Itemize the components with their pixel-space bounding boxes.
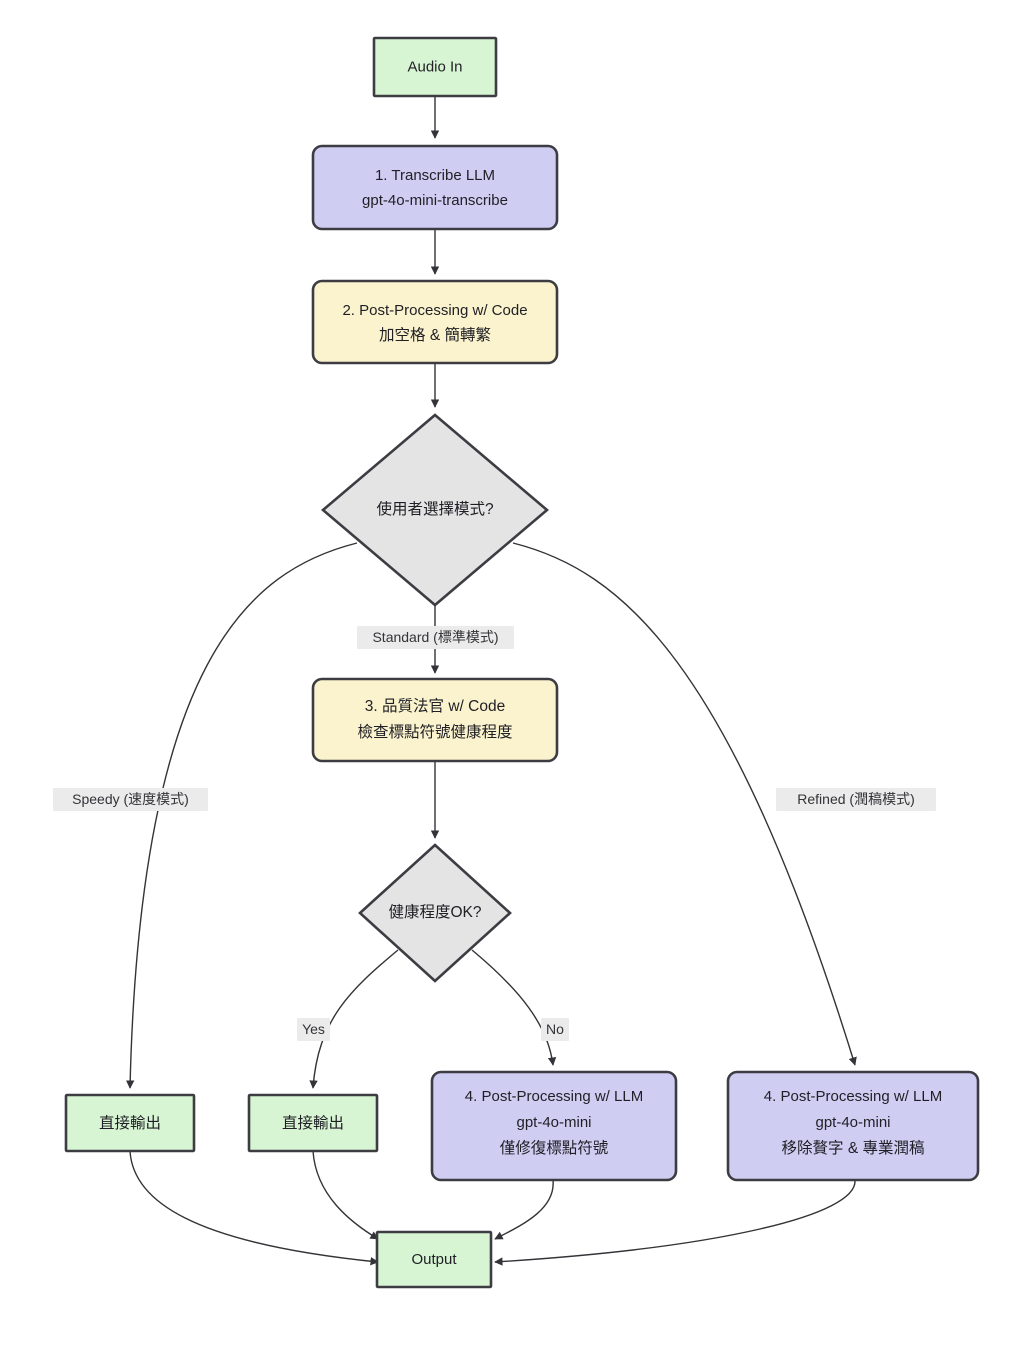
node-quality-judge[interactable]: 3. 品質法官 w/ Code 檢查標點符號健康程度 — [311, 677, 559, 763]
node-health-ok-decision-label: 健康程度OK? — [388, 903, 481, 921]
edge-label-yes-text: Yes — [302, 1021, 325, 1037]
node-mode-choice-decision-label: 使用者選擇模式? — [376, 500, 494, 518]
edge-labels-layer: Standard (標準模式) Speedy (速度模式) Refined (潤… — [53, 626, 936, 1041]
node-mode-choice-decision-shape[interactable] — [320, 413, 550, 607]
edge-speedy-out-to-output — [129, 1150, 379, 1266]
node-direct-output-speedy[interactable]: 直接輸出 — [64, 1093, 196, 1153]
node-post-processing-code-line-2: 加空格 & 簡轉繁 — [379, 325, 491, 344]
node-health-ok-decision-shape[interactable] — [358, 843, 512, 983]
node-post-processing-code-shape[interactable] — [311, 279, 559, 365]
node-transcribe-llm[interactable]: 1. Transcribe LLM gpt-4o-mini-transcribe — [311, 144, 559, 231]
node-post-llm-refine-shape[interactable] — [726, 1070, 980, 1182]
edge-label-standard: Standard (標準模式) — [357, 626, 514, 649]
node-quality-judge-line-2: 檢查標點符號健康程度 — [357, 723, 512, 741]
node-post-llm-fix-punctuation-line-2: gpt-4o-mini — [516, 1114, 591, 1131]
node-post-llm-refine-line-2: gpt-4o-mini — [815, 1114, 890, 1131]
node-direct-output-yes-label: 直接輸出 — [282, 1114, 344, 1132]
edge-yes-out-to-output — [312, 1150, 379, 1240]
node-direct-output-yes[interactable]: 直接輸出 — [247, 1093, 379, 1153]
node-post-llm-fix-punctuation-line-1: 4. Post-Processing w/ LLM — [465, 1088, 643, 1105]
node-output[interactable]: Output — [375, 1230, 493, 1289]
edge-label-standard-text: Standard (標準模式) — [372, 629, 498, 645]
node-transcribe-llm-line-1: 1. Transcribe LLM — [375, 167, 495, 184]
node-output-shape[interactable] — [375, 1230, 493, 1289]
node-mode-choice-decision[interactable]: 使用者選擇模式? — [320, 413, 550, 607]
node-post-llm-fix-punctuation-shape[interactable] — [430, 1070, 678, 1182]
node-post-llm-refine[interactable]: 4. Post-Processing w/ LLM gpt-4o-mini 移除… — [726, 1070, 980, 1182]
node-audio-in-label: Audio In — [407, 58, 462, 75]
edge-label-refined: Refined (潤稿模式) — [776, 788, 936, 811]
edge-label-yes: Yes — [297, 1018, 330, 1041]
edge-label-speedy: Speedy (速度模式) — [53, 788, 208, 811]
edge-post-llm-refine-to-output — [494, 1179, 856, 1266]
edge-health-ok-no-to-post-llm-fix — [471, 949, 557, 1066]
node-audio-in[interactable]: Audio In — [372, 36, 498, 98]
edge-mode-choice-to-refined — [512, 542, 857, 1066]
edges-layer — [125, 97, 857, 1266]
edge-label-refined-text: Refined (潤稿模式) — [797, 791, 914, 807]
node-audio-in-shape[interactable] — [372, 36, 498, 98]
edge-label-no-text: No — [546, 1021, 564, 1037]
edge-post-llm-fix-to-output — [494, 1179, 554, 1240]
edge-health-ok-yes-to-direct-out — [309, 949, 399, 1089]
node-post-processing-code[interactable]: 2. Post-Processing w/ Code 加空格 & 簡轉繁 — [311, 279, 559, 365]
node-post-llm-fix-punctuation-line-3: 僅修復標點符號 — [500, 1139, 609, 1157]
node-transcribe-llm-shape[interactable] — [311, 144, 559, 231]
node-quality-judge-line-1: 3. 品質法官 w/ Code — [365, 697, 505, 715]
edge-label-speedy-text: Speedy (速度模式) — [72, 791, 189, 807]
edge-label-no: No — [541, 1018, 569, 1041]
node-health-ok-decision[interactable]: 健康程度OK? — [358, 843, 512, 983]
edge-mode-choice-to-speedy — [125, 542, 358, 1089]
node-direct-output-speedy-shape[interactable] — [64, 1093, 196, 1153]
node-post-llm-refine-line-1: 4. Post-Processing w/ LLM — [764, 1088, 942, 1105]
node-post-llm-refine-line-3: 移除贅字 & 專業潤稿 — [782, 1139, 925, 1157]
node-transcribe-llm-line-2: gpt-4o-mini-transcribe — [362, 192, 508, 209]
node-quality-judge-shape[interactable] — [311, 677, 559, 763]
node-direct-output-speedy-label: 直接輸出 — [99, 1114, 161, 1132]
node-post-llm-fix-punctuation[interactable]: 4. Post-Processing w/ LLM gpt-4o-mini 僅修… — [430, 1070, 678, 1182]
node-output-label: Output — [411, 1251, 457, 1268]
node-post-processing-code-line-1: 2. Post-Processing w/ Code — [342, 302, 527, 319]
node-direct-output-yes-shape[interactable] — [247, 1093, 379, 1153]
